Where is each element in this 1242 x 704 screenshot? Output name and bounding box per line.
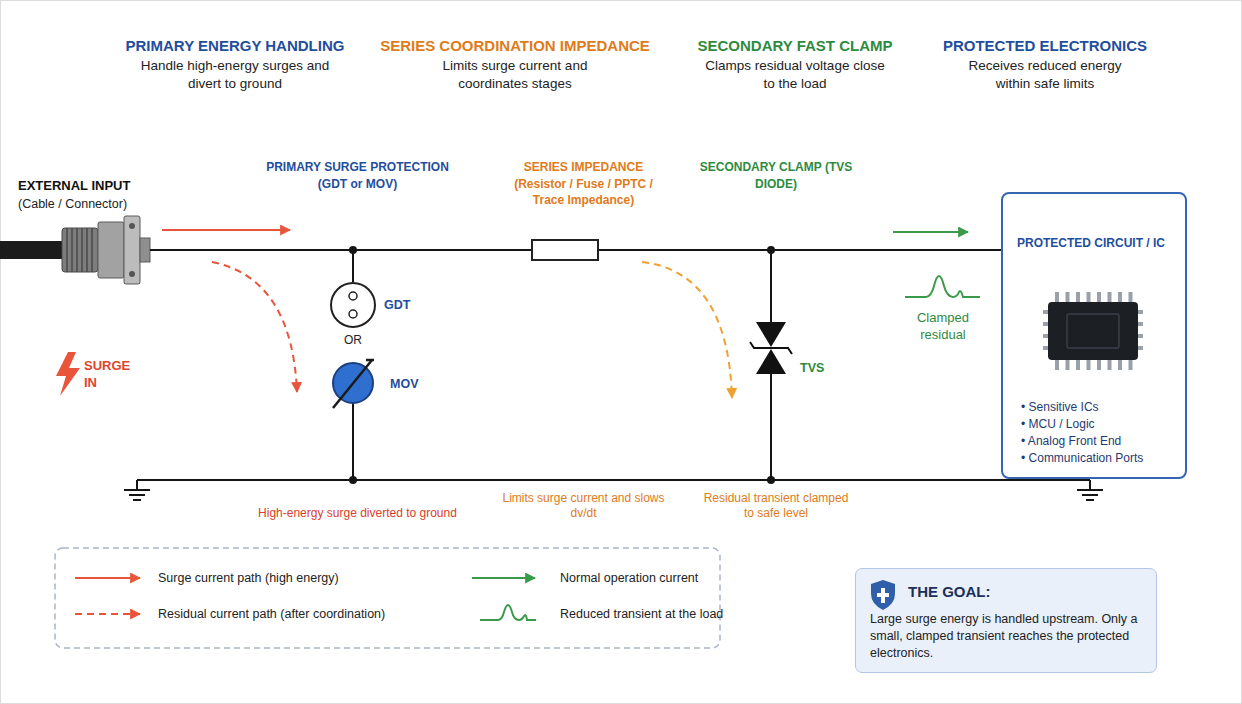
goal-box: THE GOAL: Large surge energy is handled u… (855, 568, 1157, 673)
goal-body: Large surge energy is handled upstream. … (870, 611, 1142, 662)
secondary-stage-panel: SECONDARY CLAMP (TVS DIODE) Residual tran… (690, 147, 862, 530)
column-subtitle: Handle high-energy surges and divert to … (129, 57, 341, 92)
stage-note: Residual transient clamped to safe level (697, 491, 855, 522)
residual-label: Clamped residual (907, 310, 979, 344)
bullet-item: • Analog Front End (1021, 433, 1143, 450)
panel-background (690, 147, 862, 530)
input-sublabel: (Cable / Connector) (18, 196, 188, 212)
stage-note: Limits surge current and slows dv/dt (493, 491, 674, 522)
bullet-item: • Communication Ports (1021, 450, 1143, 467)
box-heading: PROTECTED CIRCUIT / IC (1017, 236, 1165, 250)
column-subtitle: Clamps residual voltage close to the loa… (700, 57, 890, 92)
component-label: MOV (390, 376, 434, 392)
protected-circuit-box: PROTECTED CIRCUIT / IC • Sensitive ICs• M… (1001, 192, 1187, 479)
stage-heading: SECONDARY CLAMP (TVS DIODE) (696, 159, 856, 192)
surge-label: SURGE IN (84, 358, 136, 392)
column-subtitle: Limits surge current and coordinates sta… (415, 57, 615, 92)
column-subtitle: Receives reduced energy within safe limi… (950, 57, 1140, 92)
bullet-item: • Sensitive ICs (1021, 399, 1143, 416)
series-stage-panel: SERIES IMPEDANCE (Resistor / Fuse / PPTC… (486, 147, 681, 530)
bullet-item: • MCU / Logic (1021, 416, 1143, 433)
input-label: EXTERNAL INPUT (18, 178, 188, 195)
stage-heading: SERIES IMPEDANCE (Resistor / Fuse / PPTC… (498, 159, 670, 209)
component-label: GDT (384, 297, 428, 313)
component-label: TVS (800, 360, 844, 376)
stage-heading: PRIMARY SURGE PROTECTION (GDT or MOV) (263, 159, 453, 192)
bullet-list: • Sensitive ICs• MCU / Logic• Analog Fro… (1021, 399, 1143, 467)
column-heading: PRIMARY ENERGY HANDLING (90, 36, 380, 56)
ic-chip-icon (1043, 290, 1143, 374)
shield-icon (870, 579, 896, 611)
legend-text: Surge current path (high energy) (158, 570, 339, 586)
goal-title: THE GOAL: (908, 579, 1142, 605)
column-heading: SERIES COORDINATION IMPEDANCE (355, 36, 675, 56)
component-label: OR (333, 333, 373, 349)
stage-note: High-energy surge diverted to ground (258, 506, 457, 522)
column-heading: SECONDARY FAST CLAMP (670, 36, 920, 56)
column-heading: PROTECTED ELECTRONICS (920, 36, 1170, 56)
legend-text: Normal operation current (560, 570, 698, 586)
legend-text: Reduced transient at the load (560, 606, 723, 622)
legend-text: Residual current path (after coordinatio… (158, 606, 385, 622)
